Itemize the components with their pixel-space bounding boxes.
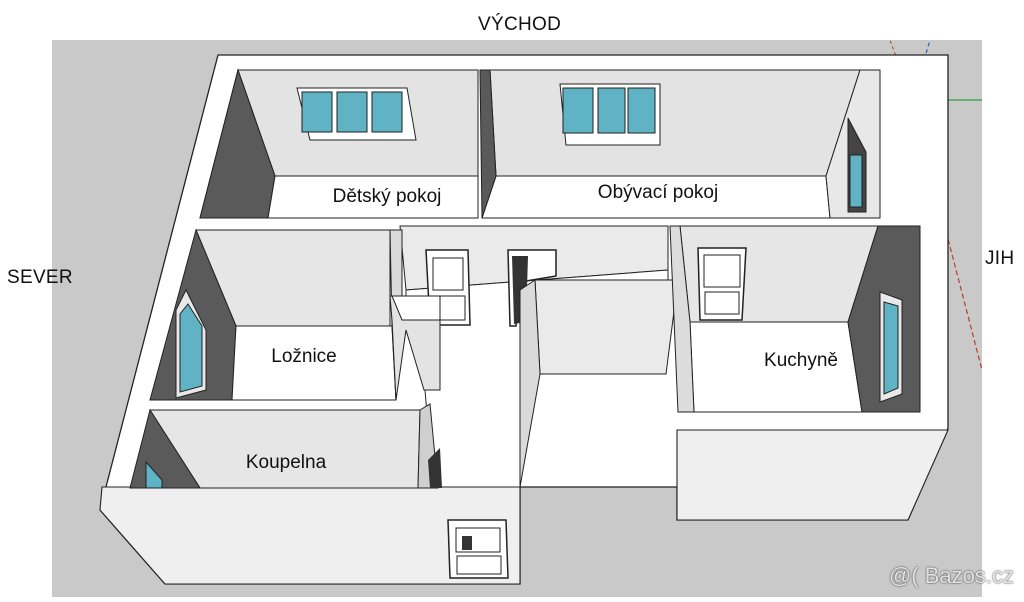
window-kitchen	[879, 291, 903, 403]
window-living-side	[849, 154, 863, 208]
door-entrance	[447, 519, 509, 579]
compass-east-label: VÝCHOD	[478, 14, 562, 35]
label-living-room: Obývací pokoj	[598, 182, 718, 203]
compass-south-label: JIH	[985, 248, 1015, 269]
room-living-left-wall	[479, 69, 497, 219]
room-kids-floor-lit	[267, 175, 479, 219]
room-kitchen-left-wall	[669, 225, 695, 413]
door-kitchen	[697, 247, 747, 321]
window-kids	[296, 87, 417, 141]
central-wall-block	[534, 279, 679, 375]
label-kids-room: Dětský pokoj	[333, 186, 442, 207]
central-wall-shade	[519, 279, 541, 488]
window-bedroom	[175, 288, 207, 399]
window-living	[559, 83, 661, 146]
compass-north-label: SEVER	[7, 267, 73, 288]
window-bathroom	[145, 460, 163, 489]
label-bathroom: Koupelna	[246, 452, 327, 473]
watermark: @( Bazos.cz	[888, 563, 1014, 588]
label-kitchen: Kuchyně	[764, 350, 838, 371]
door-bathroom	[428, 448, 442, 488]
label-bedroom: Ložnice	[271, 346, 337, 367]
room-living-back-wall	[489, 69, 861, 177]
partition-block-top	[391, 295, 441, 321]
front-wall-right	[676, 429, 949, 521]
